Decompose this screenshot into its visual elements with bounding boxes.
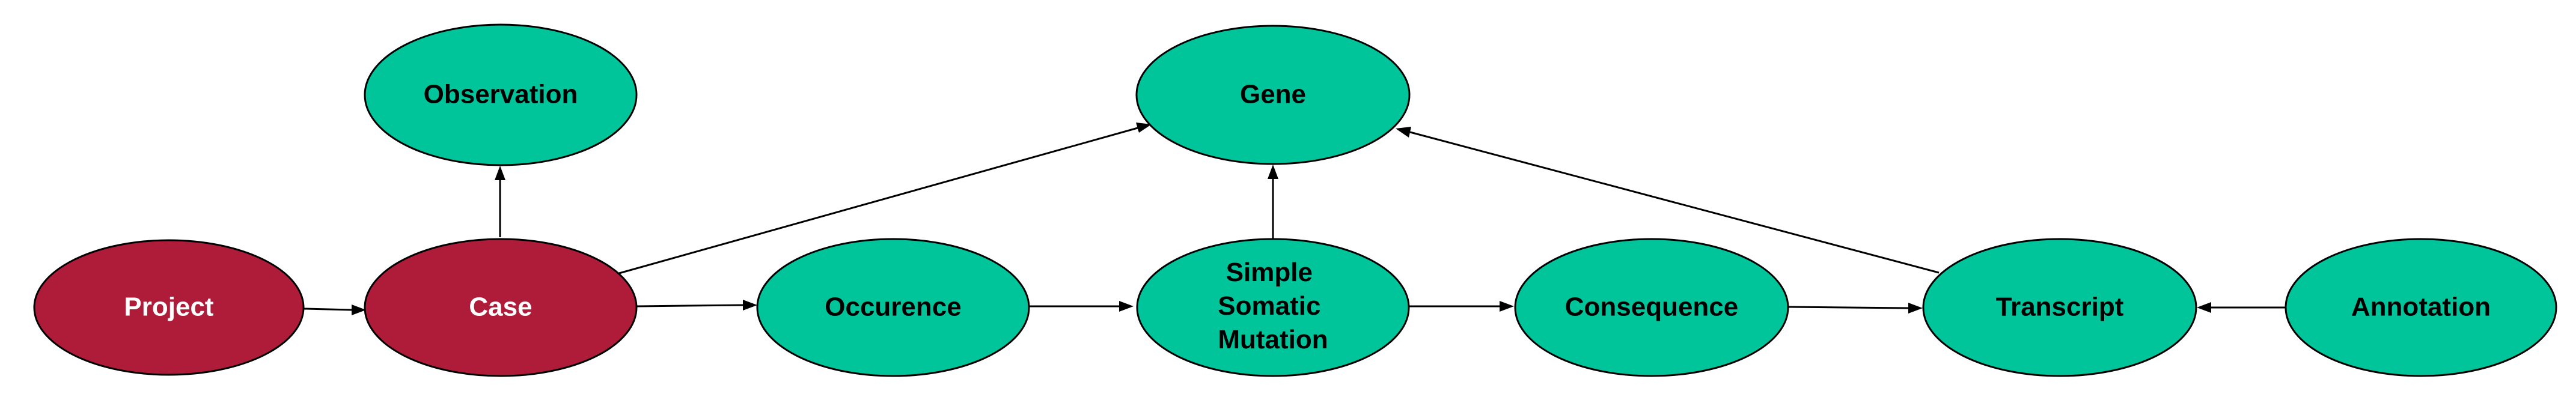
node-simple-somatic-mutation-shape — [1136, 238, 1410, 377]
arrowhead-ssm-consequence — [1500, 301, 1514, 312]
node-annotation: Annotation — [2285, 238, 2557, 377]
node-occurence: Occurence — [756, 238, 1030, 377]
arrowhead-case-occurence — [743, 300, 757, 311]
arrowhead-annotation-transcript — [2197, 302, 2211, 313]
edge-consequence-transcript — [1788, 306, 1909, 309]
node-simple-somatic-mutation: Simple Somatic Mutation — [1136, 238, 1410, 377]
node-observation-shape — [364, 23, 638, 166]
ssm-label-line-3: Mutation — [1218, 325, 1328, 354]
node-consequence-label: Consequence — [1565, 292, 1739, 322]
node-gene-label: Gene — [1240, 80, 1306, 109]
edge-case-occurence — [636, 304, 743, 307]
arrowhead-consequence-transcript — [1908, 303, 1923, 314]
node-gene-shape — [1135, 25, 1411, 165]
node-consequence: Consequence — [1514, 238, 1789, 377]
arrowhead-case-observation — [495, 166, 505, 180]
arrowhead-case-gene — [1136, 123, 1152, 133]
node-simple-somatic-mutation-label: Simple Somatic Mutation — [1218, 258, 1328, 354]
edge-case-gene — [618, 127, 1138, 274]
node-gene: Gene — [1135, 25, 1411, 165]
node-occurence-shape — [756, 238, 1030, 377]
node-transcript-label: Transcript — [1996, 292, 2124, 322]
node-occurence-label: Occurence — [825, 292, 961, 322]
ssm-label-line-1: Simple — [1226, 258, 1313, 287]
node-transcript-shape — [1922, 238, 2197, 377]
node-project-shape — [33, 239, 305, 376]
node-project: Project — [33, 239, 305, 376]
node-consequence-shape — [1514, 238, 1789, 377]
node-annotation-label: Annotation — [2351, 292, 2491, 322]
arrowhead-ssm-gene — [1268, 165, 1278, 179]
node-transcript: Transcript — [1922, 238, 2197, 377]
node-case-shape — [364, 238, 638, 377]
ssm-label-line-2: Somatic — [1218, 291, 1320, 321]
node-case-label: Case — [469, 292, 532, 322]
edge-transcript-gene — [1409, 131, 1940, 274]
node-project-label: Project — [124, 292, 214, 322]
edge-project-case — [304, 307, 352, 311]
node-annotation-shape — [2285, 238, 2557, 377]
edges — [304, 123, 2286, 315]
arrowhead-occurence-ssm — [1119, 301, 1134, 312]
arrowhead-project-case — [352, 304, 366, 315]
node-observation: Observation — [364, 23, 638, 166]
node-observation-label: Observation — [424, 80, 578, 109]
node-case: Case — [364, 238, 638, 377]
arrowhead-transcript-gene — [1396, 127, 1411, 138]
